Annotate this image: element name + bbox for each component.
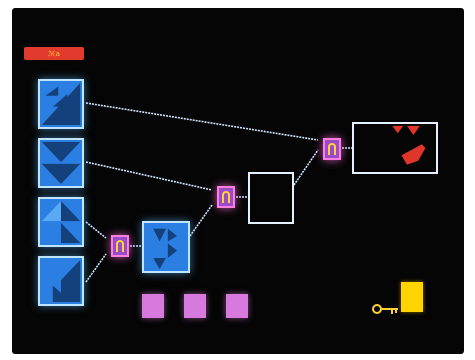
- pink-square-3[interactable]: [226, 294, 248, 318]
- input-tile-3[interactable]: [38, 197, 84, 247]
- gate-3[interactable]: [323, 138, 341, 160]
- funnel-icon: [40, 258, 82, 304]
- wire-tile2-gate2: [86, 162, 212, 190]
- wire-tile3-gate1: [86, 222, 106, 238]
- target-output-box[interactable]: [352, 122, 438, 174]
- pink-square-2[interactable]: [184, 294, 206, 318]
- gate-2[interactable]: [217, 186, 235, 208]
- wire-empty-gate3: [294, 150, 318, 185]
- target-shapes-icon: [354, 124, 436, 172]
- key-icon[interactable]: [372, 302, 400, 316]
- pink-square-1[interactable]: [142, 294, 164, 318]
- wire-tile4-gate1: [86, 254, 106, 282]
- double-triangle-icon: [40, 140, 82, 186]
- yellow-box-icon[interactable]: [401, 282, 423, 312]
- input-tile-1[interactable]: [38, 79, 84, 129]
- wire-tile1-gate3: [86, 103, 318, 140]
- wire-box-gate2: [190, 205, 212, 236]
- empty-output-box[interactable]: [248, 172, 294, 224]
- input-tile-4[interactable]: [38, 256, 84, 306]
- gate-1[interactable]: [111, 235, 129, 257]
- output-pattern-icon: [144, 223, 188, 271]
- diagonal-split-icon: [40, 81, 82, 127]
- title-bar-label: ℳa: [48, 50, 60, 58]
- blue-output-box[interactable]: [142, 221, 190, 273]
- title-bar: ℳa: [24, 47, 84, 60]
- input-tile-2[interactable]: [38, 138, 84, 188]
- stacked-triangles-icon: [40, 199, 82, 245]
